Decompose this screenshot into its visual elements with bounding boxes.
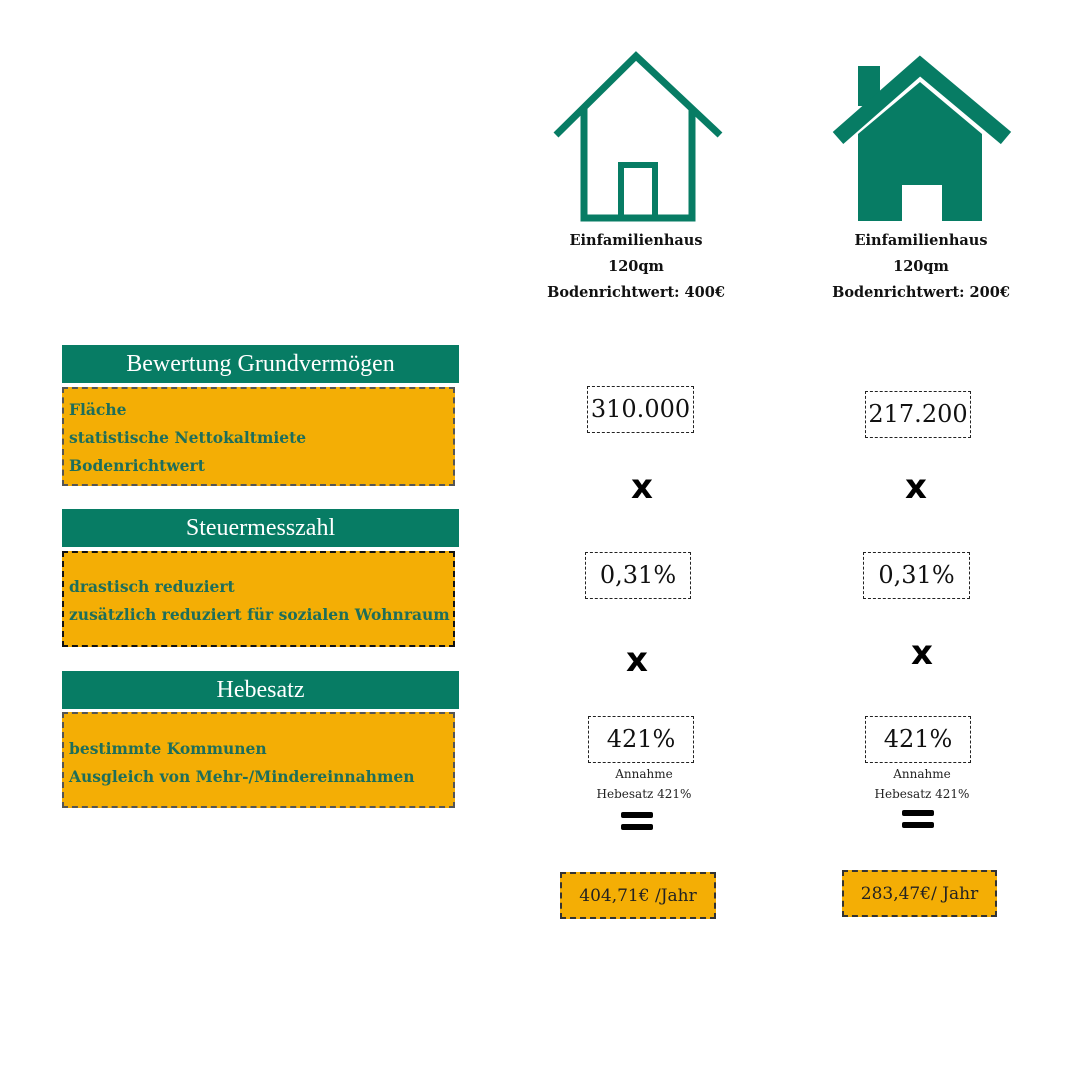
house-2-land-value: Bodenrichtwert: 200€ [832, 284, 1010, 301]
panel-title-multiplier: Hebesatz [62, 671, 459, 709]
house-1-result: 404,71€ /Jahr [560, 872, 716, 919]
house-1-note: Annahme Hebesatz 421% [584, 764, 704, 804]
multiply-sign: x [911, 633, 933, 673]
equals-sign [902, 810, 934, 832]
house-2-type: Einfamilienhaus [854, 232, 988, 249]
multiply-sign: x [905, 467, 927, 507]
house-outline-icon [553, 51, 723, 222]
house-1-rate-value: 0,31% [585, 552, 691, 599]
panel-body-multiplier: bestimmte Kommunen Ausgleich von Mehr-/M… [62, 712, 455, 808]
house-1-land-value: Bodenrichtwert: 400€ [547, 284, 725, 301]
panel-line: Fläche [69, 400, 127, 419]
house-2-rate-value: 0,31% [863, 552, 970, 599]
multiply-sign: x [626, 640, 648, 680]
panel-line: statistische Nettokaltmiete [69, 428, 307, 447]
note-line: Annahme [893, 767, 951, 781]
multiply-sign: x [631, 467, 653, 507]
panel-body-tax-rate: drastisch reduziert zusätzlich reduziert… [62, 551, 455, 647]
house-2-multiplier-value: 421% [865, 716, 971, 763]
house-2-assessment-value: 217.200 [865, 391, 971, 438]
panel-title-valuation: Bewertung Grundvermögen [62, 345, 459, 383]
equals-sign [621, 812, 653, 834]
panel-line: Bodenrichtwert [69, 456, 205, 475]
house-2-area: 120qm [893, 258, 949, 275]
house-1-caption: Einfamilienhaus 120qm Bodenrichtwert: 40… [536, 228, 736, 306]
house-1-type: Einfamilienhaus [569, 232, 703, 249]
panel-line: bestimmte Kommunen [69, 739, 267, 758]
panel-line: Ausgleich von Mehr-/Mindereinnahmen [69, 767, 415, 786]
house-1-area: 120qm [608, 258, 664, 275]
note-line: Hebesatz 421% [874, 787, 970, 801]
house-2-result: 283,47€/ Jahr [842, 870, 997, 917]
panel-line: zusätzlich reduziert für sozialen Wohnra… [69, 605, 450, 624]
note-line: Hebesatz 421% [596, 787, 692, 801]
house-2-caption: Einfamilienhaus 120qm Bodenrichtwert: 20… [821, 228, 1021, 306]
panel-line: drastisch reduziert [69, 577, 235, 596]
house-2-note: Annahme Hebesatz 421% [862, 764, 982, 804]
note-line: Annahme [615, 767, 673, 781]
house-1-assessment-value: 310.000 [587, 386, 694, 433]
house-1-multiplier-value: 421% [588, 716, 694, 763]
panel-body-valuation: Fläche statistische Nettokaltmiete Boden… [62, 387, 455, 486]
house-filled-icon [832, 55, 1012, 221]
panel-title-tax-rate: Steuermesszahl [62, 509, 459, 547]
